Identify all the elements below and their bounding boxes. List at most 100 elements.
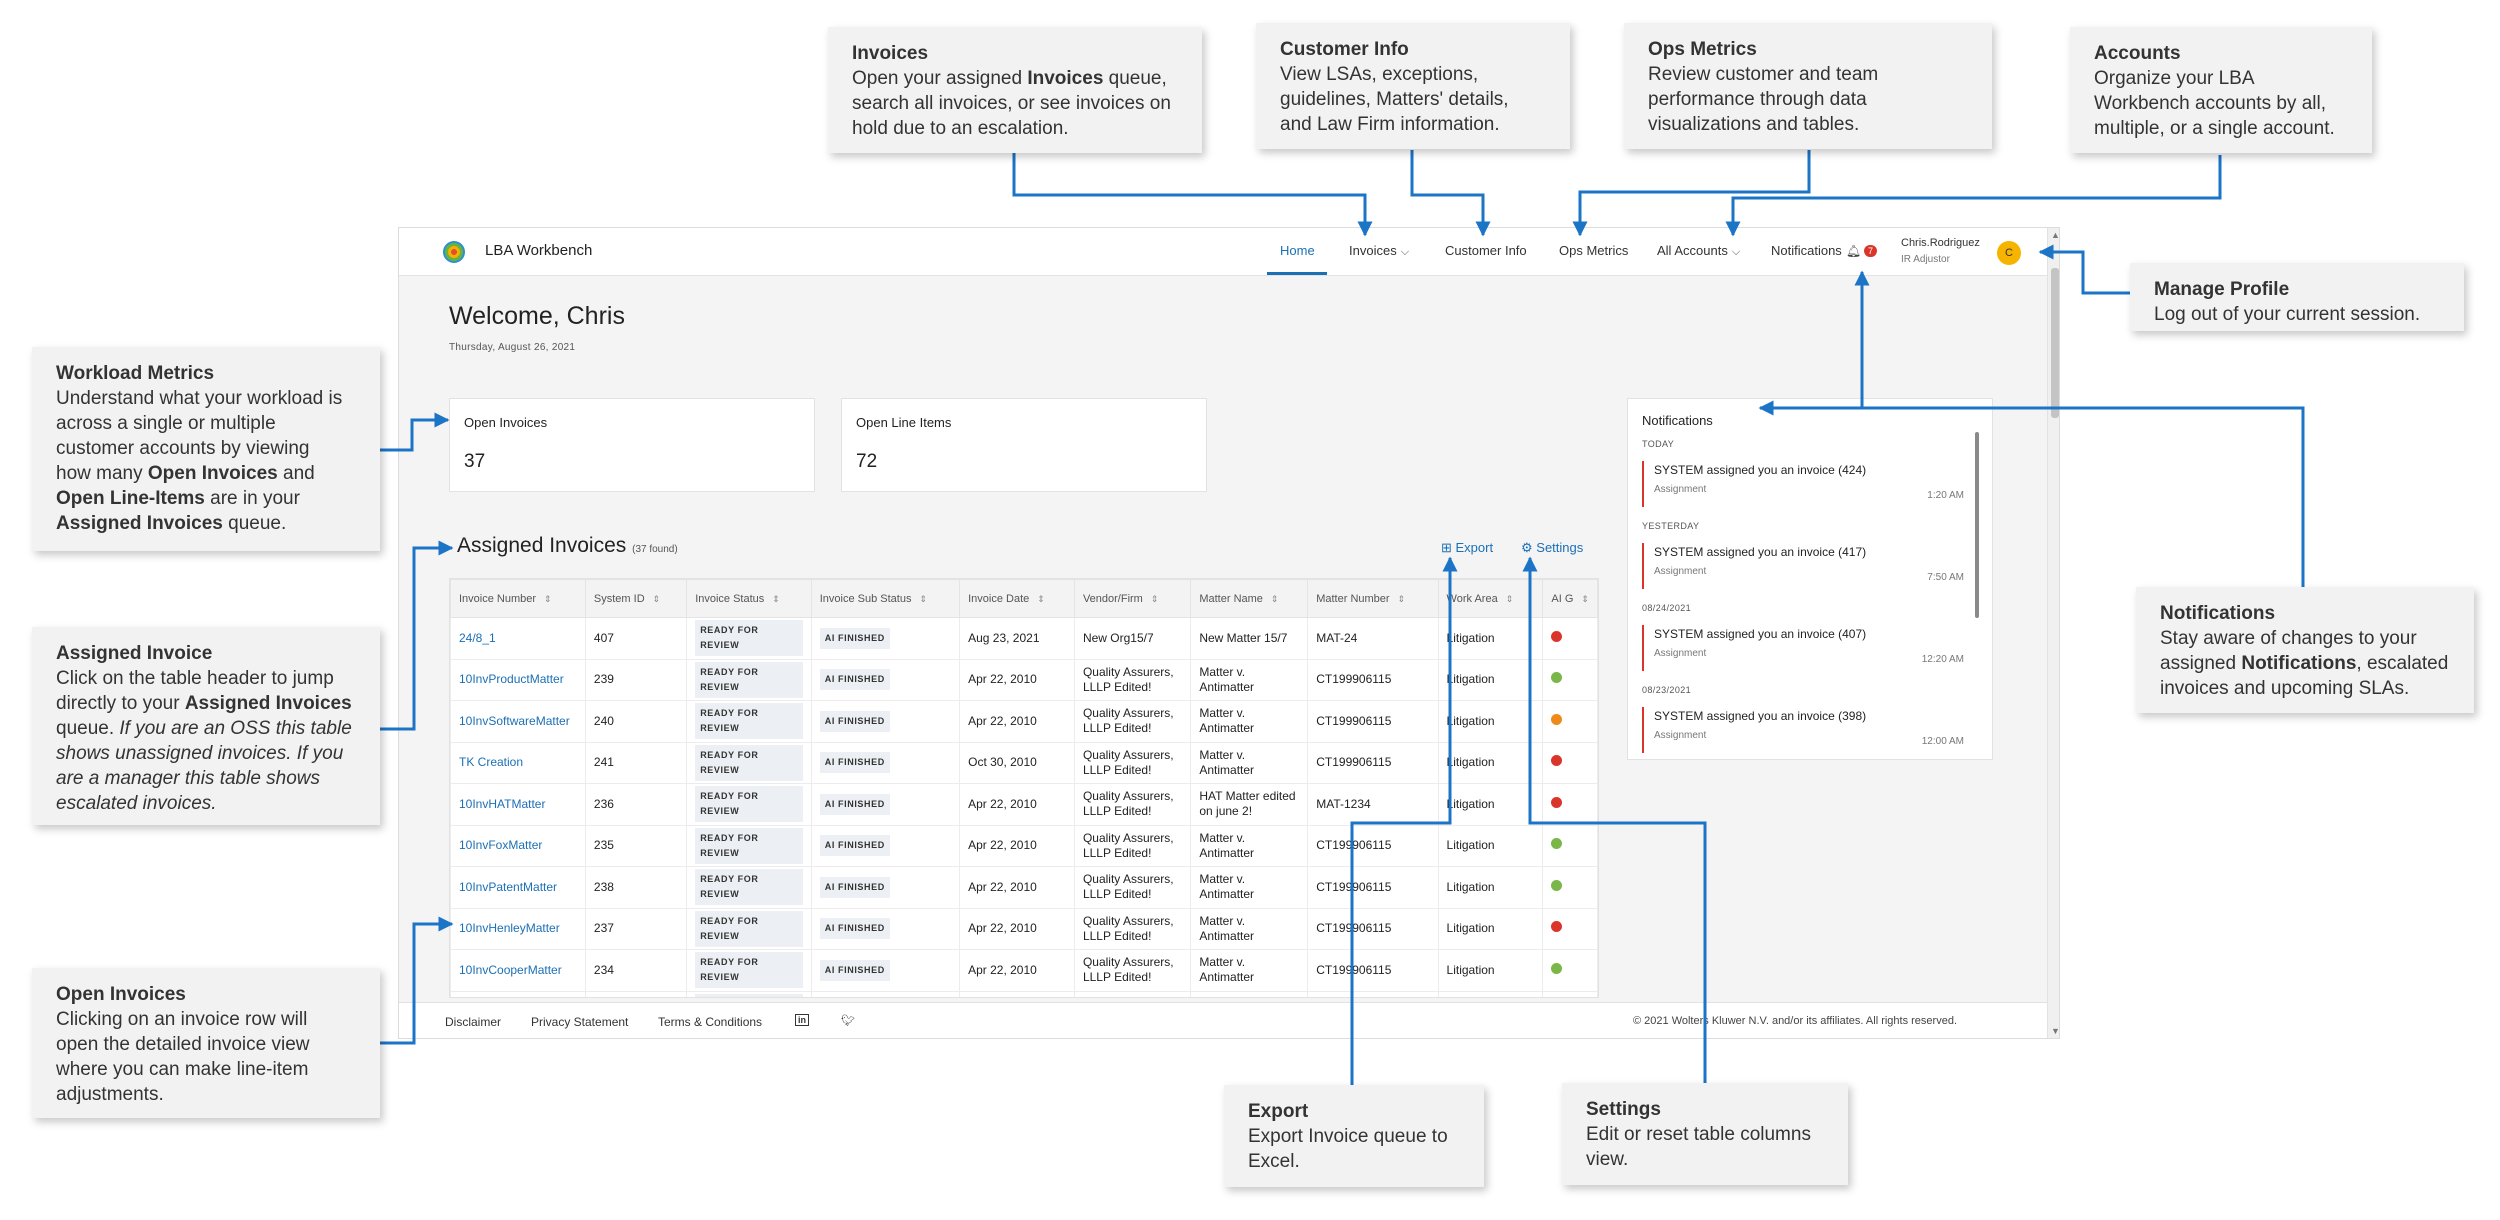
- column-header[interactable]: AI G⇕: [1542, 579, 1598, 618]
- sort-icon[interactable]: ⇕: [919, 593, 928, 604]
- page-scrollbar[interactable]: ▲ ▼: [2047, 228, 2060, 1038]
- sort-icon[interactable]: ⇕: [1397, 593, 1406, 604]
- callout-text: Export Invoice queue to: [1248, 1126, 1448, 1147]
- invoice-number-cell[interactable]: 10InvCooperMatter: [450, 949, 586, 992]
- column-header[interactable]: Matter Name⇕: [1190, 579, 1309, 618]
- settings-button[interactable]: ⚙ Settings: [1521, 540, 1583, 556]
- nav-home[interactable]: Home: [1280, 243, 1315, 258]
- callout-workload-metrics: Workload Metrics Understand what your wo…: [32, 347, 380, 551]
- status-badge: READY FOR REVIEW: [695, 993, 803, 997]
- footer-privacy-link[interactable]: Privacy Statement: [531, 1015, 629, 1029]
- callout-ops-metrics: Ops Metrics Review customer and team per…: [1624, 23, 1992, 149]
- user-name[interactable]: Chris.Rodriguez: [1901, 237, 1980, 249]
- invoice-number-cell[interactable]: 10InvPatentMatter: [450, 866, 586, 909]
- footer-terms-link[interactable]: Terms & Conditions: [658, 1015, 763, 1029]
- callout-text: directly to your: [56, 693, 185, 714]
- nav-notifications[interactable]: Notifications🔔︎7: [1771, 243, 1878, 258]
- avatar[interactable]: C: [1997, 241, 2021, 265]
- callout-invoices: Invoices Open your assigned Invoices que…: [828, 27, 1202, 153]
- column-header[interactable]: Vendor/Firm⇕: [1073, 579, 1192, 618]
- assigned-invoices-heading[interactable]: Assigned Invoices: [457, 534, 627, 557]
- callout-text: Understand what your workload is: [56, 388, 343, 409]
- notification-item[interactable]: SYSTEM assigned you an invoice (424)Assi…: [1642, 461, 1964, 507]
- notifications-scrollbar[interactable]: [1975, 432, 1979, 618]
- callout-title: Export: [1248, 1101, 1309, 1122]
- linkedin-icon[interactable]: in: [795, 1014, 809, 1026]
- sort-icon[interactable]: ⇕: [772, 593, 780, 604]
- sort-icon[interactable]: ⇕: [1581, 593, 1589, 604]
- sort-icon[interactable]: ⇕: [1270, 593, 1279, 604]
- app-title[interactable]: LBA Workbench: [485, 242, 593, 259]
- sort-icon[interactable]: ⇕: [1150, 593, 1159, 604]
- app-logo-icon[interactable]: [443, 241, 465, 263]
- work-area-cell: Litigation: [1437, 741, 1544, 784]
- sort-icon[interactable]: ⇕: [544, 593, 552, 604]
- callout-text: Edit or reset table columns: [1586, 1124, 1811, 1145]
- invoice-number-cell[interactable]: 24/8_1: [450, 617, 586, 660]
- ai-grade-cell: [1542, 949, 1598, 992]
- column-header[interactable]: Matter Number⇕: [1307, 579, 1439, 618]
- notification-time: 12:20 AM: [1921, 654, 1964, 665]
- status-badge: READY FOR REVIEW: [695, 620, 803, 657]
- invoice-number-cell[interactable]: 10InvProductMatter: [450, 658, 586, 701]
- callout-text: assigned: [2160, 653, 2242, 674]
- footer-disclaimer-link[interactable]: Disclaimer: [445, 1015, 502, 1029]
- nav-ops-metrics[interactable]: Ops Metrics: [1559, 243, 1629, 258]
- notification-item[interactable]: SYSTEM assigned you an invoice (398)Assi…: [1642, 707, 1964, 753]
- export-button[interactable]: ⊞ Export: [1441, 540, 1493, 556]
- sort-icon[interactable]: ⇕: [652, 593, 661, 604]
- notification-item[interactable]: SYSTEM assigned you an invoice (417)Assi…: [1642, 543, 1964, 589]
- callout-text: adjustments.: [56, 1084, 164, 1105]
- arrow-open-invoices: [380, 916, 454, 1045]
- ai-status-dot-icon: [1551, 962, 1563, 974]
- column-header[interactable]: Invoice Number⇕: [450, 579, 586, 618]
- invoice-number-cell[interactable]: TK Creation: [450, 741, 586, 784]
- notification-item[interactable]: SYSTEM assigned you an invoice (407)Assi…: [1642, 625, 1964, 671]
- callout-text: queue.: [56, 718, 120, 739]
- status-badge: READY FOR REVIEW: [695, 744, 803, 781]
- invoice-sub-status-cell: AI FINISHED: [810, 658, 961, 701]
- twitter-icon[interactable]: 🐦︎: [841, 1015, 855, 1027]
- column-header[interactable]: System ID⇕: [584, 579, 688, 618]
- nav-customer-info[interactable]: Customer Info: [1445, 243, 1527, 258]
- scrollbar-thumb[interactable]: [2051, 268, 2059, 418]
- callout-text: Stay aware of changes to your: [2160, 628, 2417, 649]
- callout-text: invoices and upcoming SLAs.: [2160, 678, 2410, 699]
- callout-text: customer accounts by viewing: [56, 438, 310, 459]
- invoice-sub-status-cell: AI FINISHED: [810, 949, 961, 992]
- system-id-cell: 237: [584, 907, 688, 950]
- vendor-firm-cell: Quality Assurers, LLLP Edited!: [1073, 990, 1192, 997]
- column-header[interactable]: Invoice Date⇕: [959, 579, 1075, 618]
- status-badge: AI FINISHED: [819, 752, 890, 774]
- callout-text: and: [277, 463, 315, 484]
- scroll-down-icon[interactable]: ▼: [2051, 1026, 2060, 1036]
- notification-count-badge: 7: [1864, 245, 1878, 257]
- nav-invoices[interactable]: Invoices⌵: [1349, 243, 1409, 259]
- status-badge: AI FINISHED: [819, 876, 890, 898]
- vendor-firm-cell: Quality Assurers, LLLP Edited!: [1073, 866, 1192, 909]
- sort-icon[interactable]: ⇕: [1505, 593, 1514, 604]
- invoice-number-cell[interactable]: 10InvFoxMatter: [450, 824, 586, 867]
- sort-icon[interactable]: ⇕: [1037, 593, 1045, 604]
- invoice-date-cell: Apr 22, 2010: [959, 866, 1075, 909]
- scroll-up-icon[interactable]: ▲: [2051, 230, 2060, 240]
- column-header[interactable]: Invoice Sub Status⇕: [810, 579, 961, 618]
- column-header[interactable]: Invoice Status⇕: [686, 579, 812, 618]
- invoice-sub-status-cell: AI FINISHED: [810, 617, 961, 660]
- work-area-cell: Litigation: [1437, 700, 1544, 743]
- invoice-number-cell[interactable]: 10InvHATMatter: [450, 783, 586, 826]
- column-header[interactable]: Work Area⇕: [1437, 579, 1544, 618]
- callout-text: hold due to an escalation.: [852, 118, 1069, 139]
- callout-title: Manage Profile: [2154, 279, 2290, 300]
- nav-all-accounts[interactable]: All Accounts⌵: [1657, 243, 1740, 259]
- assigned-invoices-title[interactable]: Assigned Invoices (37 found): [457, 534, 678, 558]
